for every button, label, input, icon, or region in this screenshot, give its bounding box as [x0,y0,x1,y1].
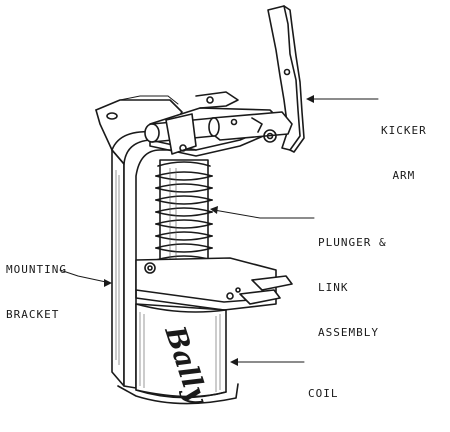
label-line: ASSEMBLY [318,326,379,339]
label-line: LINK [318,281,349,294]
label-line: COIL [308,387,339,400]
mounting-bracket [95,95,197,389]
label-line: BRACKET [6,308,60,321]
label-mounting-bracket: MOUNTING BRACKET [6,232,67,337]
link-assembly [144,113,220,155]
label-kicker-arm: KICKER ARM [381,93,427,198]
base-plate [135,257,293,311]
plunger-spring [155,159,213,269]
kicker-arm [209,5,305,153]
label-coil: COIL [308,356,339,416]
label-plunger-link-assembly: PLUNGER & LINK ASSEMBLY [318,205,387,355]
label-line: MOUNTING [6,263,67,276]
label-line: KICKER [381,124,427,137]
label-line: ARM [392,169,416,182]
leader-lines [59,95,379,366]
coil [117,303,239,405]
label-line: PLUNGER & [318,236,387,249]
